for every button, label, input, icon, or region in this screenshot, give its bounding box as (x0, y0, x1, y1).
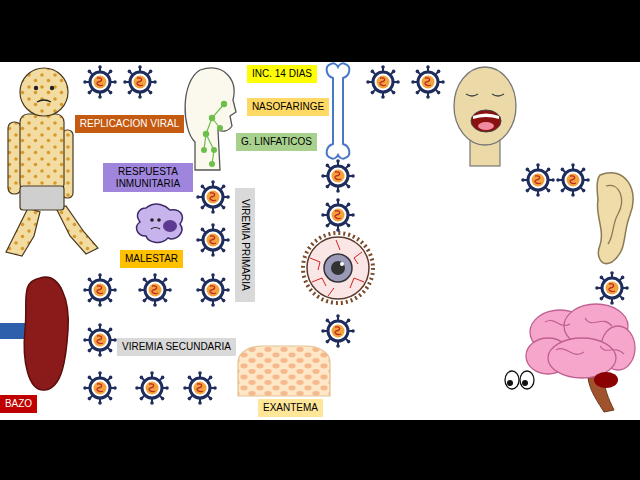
label-text: G. LINFATICOS (241, 136, 312, 148)
lymph-node (211, 147, 217, 153)
child-mouth (37, 100, 51, 102)
macrophage (137, 204, 183, 242)
open-mouth (471, 110, 501, 132)
child-eye (50, 86, 54, 90)
virus-particle (83, 65, 117, 99)
label-box: VIREMIA PRIMARIA (235, 188, 255, 302)
lymph-node (217, 125, 223, 131)
label-box: EXANTEMA (258, 399, 323, 417)
virus-particle (123, 65, 157, 99)
virus-particle (83, 323, 117, 357)
cartoon-pupil (507, 380, 513, 386)
label-box: INC. 14 DIAS (247, 65, 317, 83)
eye-highlight (340, 262, 344, 266)
label-text: MALESTAR (125, 253, 178, 265)
teeth (473, 114, 499, 120)
label-text: VIREMIA SECUNDARIA (122, 341, 231, 353)
label-text: NASOFARINGE (252, 101, 324, 113)
child-head (20, 68, 68, 116)
spleen (24, 277, 68, 390)
cartoon-eye (520, 371, 534, 389)
lymph-nodes (201, 101, 227, 167)
ear (597, 173, 633, 264)
virus-particle (135, 371, 169, 405)
label-box: VIREMIA SECUNDARIA (117, 338, 236, 356)
label-box: BAZO (0, 395, 37, 413)
child-body (20, 114, 64, 192)
cartoon-pupil (522, 380, 528, 386)
label-text: RESPUESTA INMUNITARIA (108, 166, 188, 189)
macrophage-eye (157, 218, 161, 222)
bottom-bar (0, 420, 640, 480)
macrophage-eye (150, 218, 154, 222)
virus-particle (595, 271, 629, 305)
virus-particle (138, 273, 172, 307)
child-leg (6, 208, 40, 256)
child-arm (8, 122, 21, 194)
label-text: VIREMIA PRIMARIA (239, 199, 251, 291)
virus-particle (83, 371, 117, 405)
lymph-node (201, 147, 207, 153)
macrophage-nucleus (163, 220, 177, 232)
label-box: G. LINFATICOS (236, 133, 317, 151)
virus-particle (83, 273, 117, 307)
label-box: MALESTAR (120, 250, 183, 268)
ear-fold (606, 185, 622, 244)
top-bar (0, 0, 640, 62)
virus-particle (411, 65, 445, 99)
virus-particle (196, 180, 230, 214)
macrophage-mouth (151, 228, 160, 230)
lymph-node (203, 131, 209, 137)
label-text: BAZO (5, 398, 32, 410)
label-text: REPLICACION VIRAL (80, 118, 179, 130)
lymph-node (221, 101, 227, 107)
label-box: RESPUESTA INMUNITARIA (103, 163, 193, 192)
brain-gyri (545, 318, 624, 354)
lymph-node (209, 115, 215, 121)
virus-particle (321, 314, 355, 348)
label-text: EXANTEMA (263, 402, 318, 414)
iris (324, 254, 352, 282)
virus-particle (196, 223, 230, 257)
brain-lobe (548, 338, 616, 378)
virus-particle (196, 273, 230, 307)
virus-particle (521, 163, 555, 197)
child-eye (34, 86, 38, 90)
eye-veins (310, 240, 364, 296)
virus-particle (321, 159, 355, 193)
closed-eyes (466, 94, 504, 96)
cartoon-eye (505, 371, 519, 389)
eyelashes (303, 233, 373, 303)
cerebellum-lesion (594, 372, 618, 388)
child-shorts (20, 186, 64, 210)
head-profile (185, 68, 236, 170)
virus-particle (321, 198, 355, 232)
label-box: REPLICACION VIRAL (75, 115, 184, 133)
face (454, 67, 516, 145)
child-leg (56, 206, 98, 254)
pupil (331, 261, 345, 275)
lymph-node (209, 161, 215, 167)
label-box: NASOFARINGE (247, 98, 329, 116)
brain (526, 304, 635, 378)
virus-particle (183, 371, 217, 405)
virus-particle (556, 163, 590, 197)
label-text: INC. 14 DIAS (252, 68, 312, 80)
eyeball (307, 237, 369, 299)
virus-particle (366, 65, 400, 99)
rash-skin (238, 346, 330, 396)
child-figure (6, 68, 98, 256)
tongue (478, 122, 494, 130)
bone (327, 63, 350, 158)
